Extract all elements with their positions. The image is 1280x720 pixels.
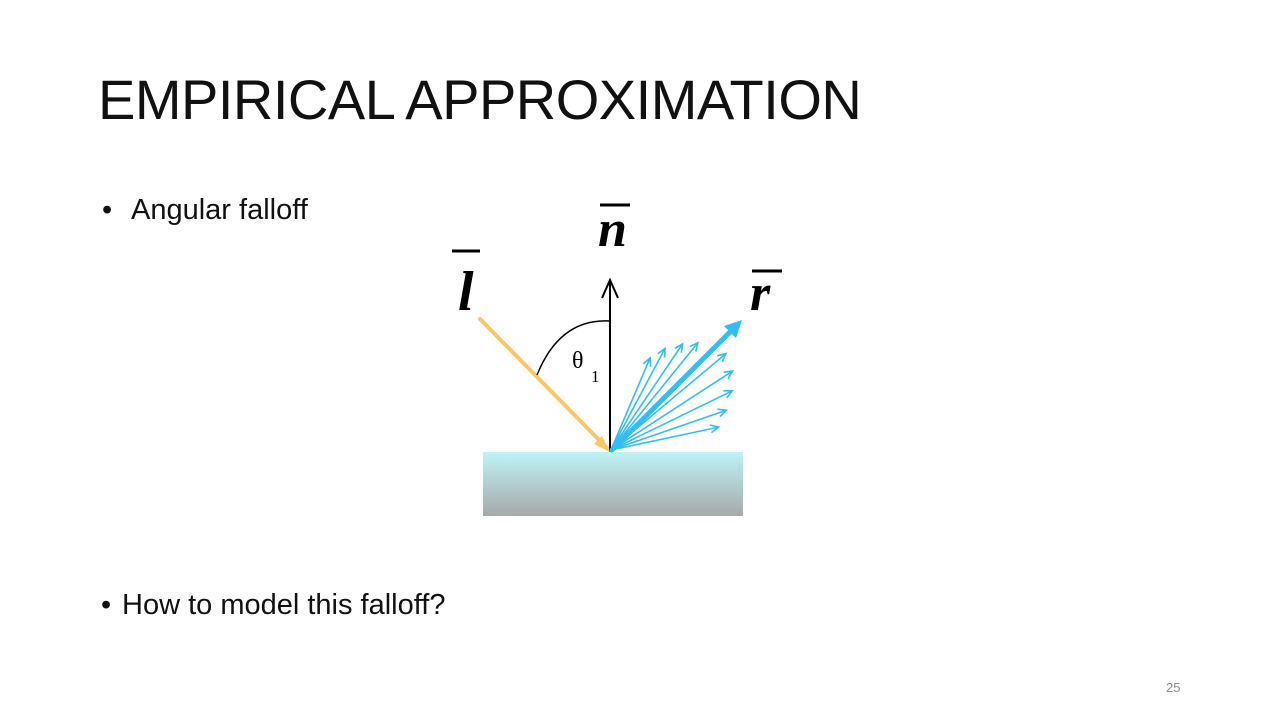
slide-title: EMPIRICAL APPROXIMATION xyxy=(98,68,862,131)
svg-text:l: l xyxy=(458,261,474,323)
reflecting-surface xyxy=(483,452,743,516)
scatter-ray-head-8 xyxy=(709,424,721,434)
scatter-ray-9 xyxy=(610,357,651,451)
reflection-diagram: n l r θ 1 xyxy=(452,201,782,516)
scatter-ray-head-6 xyxy=(723,390,734,399)
normal-vector xyxy=(601,277,619,452)
scatter-ray-1 xyxy=(610,348,666,451)
reflection-label: r xyxy=(750,265,782,322)
scatter-ray-3 xyxy=(610,342,699,451)
angle-arc xyxy=(536,320,611,376)
scatter-ray-head-9 xyxy=(642,356,652,367)
bullet-text: How to model this falloff? xyxy=(122,589,446,621)
page-number: 25 xyxy=(1166,680,1181,695)
normal-label: n xyxy=(598,201,630,258)
bullet-model-falloff: • How to model this falloff? xyxy=(101,591,445,620)
scatter-ray-head-4 xyxy=(716,352,728,363)
light-ray xyxy=(478,317,610,452)
scatter-ray-head-7 xyxy=(717,408,729,418)
svg-text:n: n xyxy=(598,201,627,258)
bullet-marker: • xyxy=(102,194,113,226)
scatter-ray-6 xyxy=(610,390,733,451)
scatter-ray-5 xyxy=(610,370,734,451)
scatter-ray-head-2 xyxy=(674,342,684,353)
scatter-ray-8 xyxy=(610,426,719,451)
scatter-ray-2 xyxy=(610,343,684,451)
scatter-ray-7 xyxy=(610,409,727,451)
light-label: l xyxy=(452,249,480,323)
scatter-ray-head-3 xyxy=(689,341,700,352)
svg-text:θ: θ xyxy=(572,348,584,374)
svg-text:1: 1 xyxy=(591,367,600,386)
bullet-angular-falloff: • Angular falloff xyxy=(102,196,308,225)
bullet-marker: • xyxy=(101,589,112,621)
svg-text:r: r xyxy=(750,265,771,322)
angle-label: θ 1 xyxy=(572,348,600,386)
scatter-ray-head-5 xyxy=(723,370,735,380)
reflection-vector xyxy=(609,320,742,453)
scatter-ray-head-1 xyxy=(657,346,666,358)
bullet-text: Angular falloff xyxy=(131,194,308,226)
